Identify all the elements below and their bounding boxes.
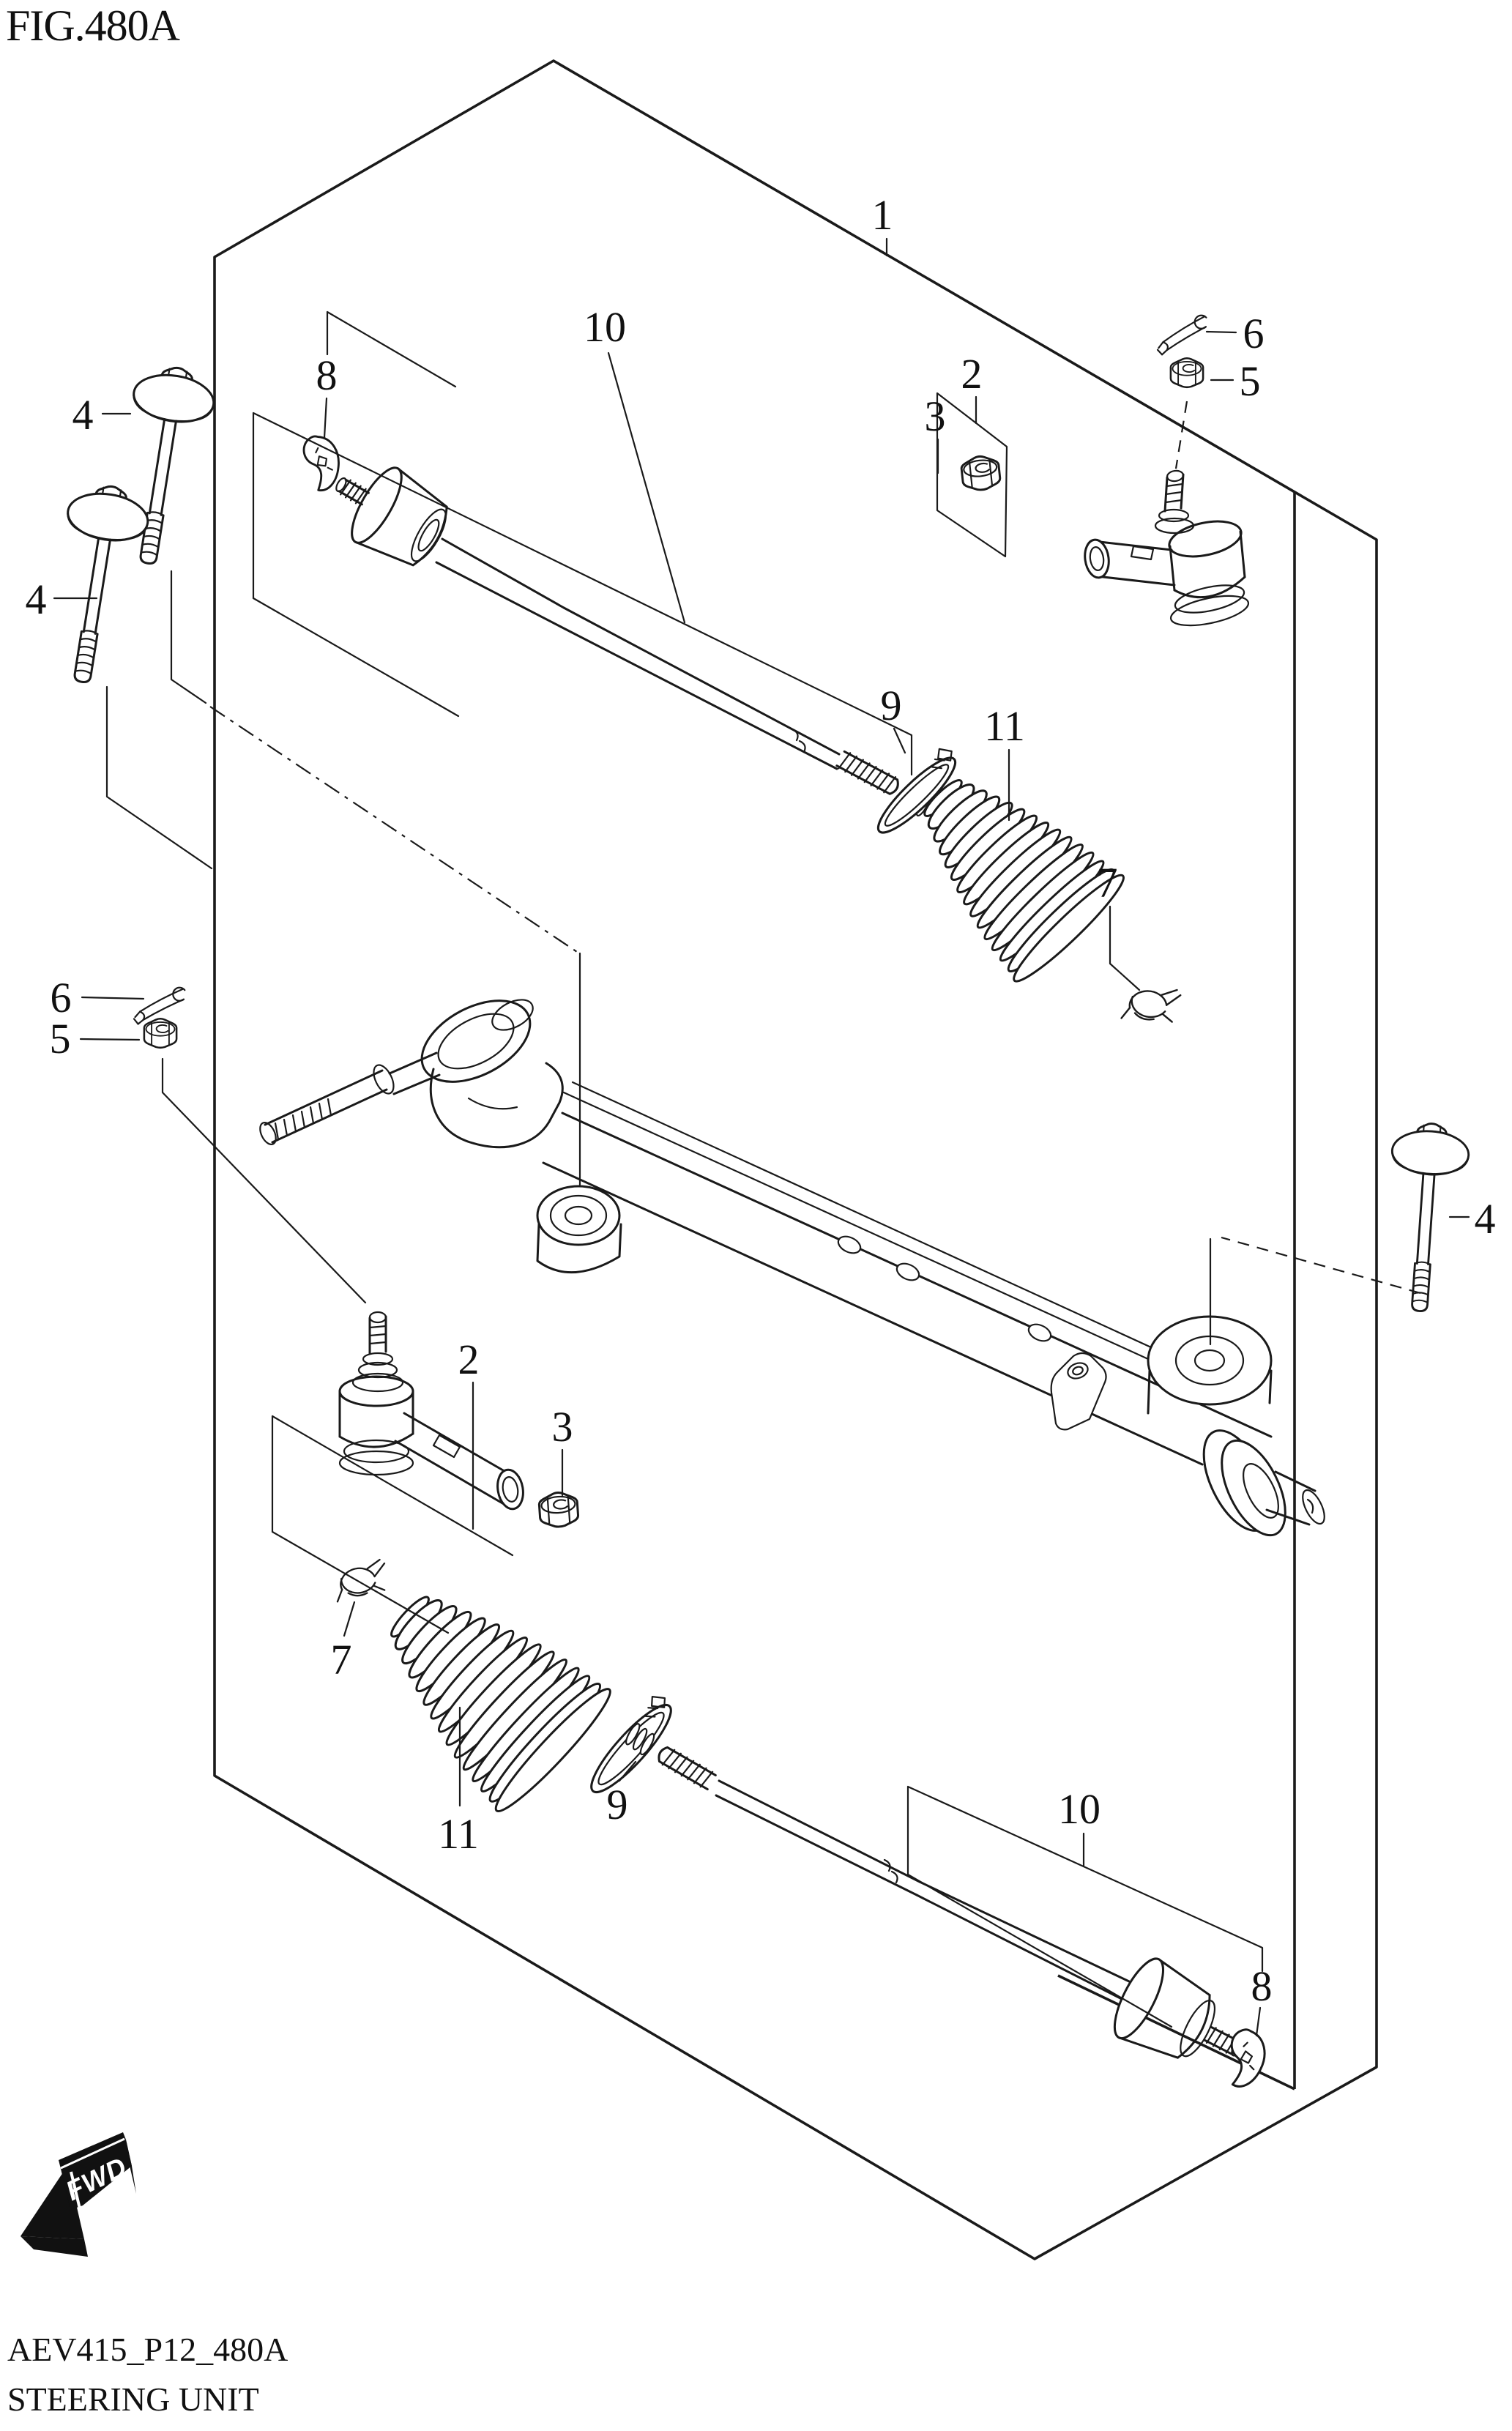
leader-bolt-a <box>170 570 207 704</box>
leader-callout-9-top <box>893 727 906 754</box>
callout-11-bottom: 11 <box>438 1810 479 1858</box>
bellows-boot-bottom <box>390 1596 611 1813</box>
fwd-arrow-top-edge <box>59 2132 126 2169</box>
frame-outline <box>213 59 1378 2260</box>
callout-11-top: 11 <box>984 702 1025 750</box>
callout-8-top: 8 <box>316 351 338 399</box>
tie-rod-end-nut-top <box>959 453 1002 493</box>
leader-callout-5-left <box>79 1038 141 1041</box>
callout-5-top: 5 <box>1240 357 1261 405</box>
figure-title: FIG.480A <box>6 1 180 50</box>
fwd-arrow: FWD <box>21 2132 136 2257</box>
leader-lines <box>53 237 1470 2037</box>
tie-rod-end-nut-bottom <box>537 1490 580 1530</box>
document-code: AEV415_P12_480A <box>7 2331 288 2368</box>
leader-callout-8-bottom <box>1255 2006 1262 2037</box>
callout-9-top: 9 <box>881 682 902 729</box>
group-panels <box>252 310 1264 2028</box>
callout-6-left: 6 <box>51 974 72 1021</box>
leader-callout-7-top <box>1109 905 1141 991</box>
fwd-arrow-gap <box>70 2171 87 2234</box>
mount-bolt-lower-left <box>40 479 154 690</box>
document-title: STEERING UNIT <box>7 2380 259 2418</box>
steering-gear-assembly <box>259 999 1325 1537</box>
callout-10-top: 10 <box>584 303 626 351</box>
leader-left-nut-to-stud <box>161 1057 367 1304</box>
claw-washer-top <box>301 432 344 494</box>
leader-callout-8-top <box>323 397 328 439</box>
cotter-pin-top <box>1150 313 1214 357</box>
bellows-boot-top <box>923 779 1125 983</box>
leader-nut-to-stud-top <box>1174 401 1188 469</box>
fwd-arrow-highlight <box>60 2137 125 2170</box>
callout-5-left: 5 <box>50 1015 71 1062</box>
leader-bolt-b <box>105 685 213 870</box>
boot-clamp-top <box>876 748 957 834</box>
leader-bolt-right-axis <box>1221 1236 1421 1295</box>
callout-2-top: 2 <box>961 350 983 398</box>
callout-6-top: 6 <box>1243 310 1265 357</box>
castle-nut-top <box>1169 357 1204 389</box>
boot-clamp-bottom <box>590 1695 672 1793</box>
callout-4-upper-left: 4 <box>72 391 94 439</box>
callout-8-bottom: 8 <box>1251 1962 1273 2010</box>
callout-10-bottom: 10 <box>1058 1785 1101 1833</box>
callout-4-right: 4 <box>1475 1195 1496 1243</box>
callout-7-bottom: 7 <box>331 1636 352 1683</box>
leader-callout-7-bottom <box>343 1601 356 1637</box>
inner-tie-rod-bottom <box>625 1723 1243 2059</box>
castle-nut-left <box>143 1018 178 1049</box>
callout-3-top: 3 <box>925 392 946 440</box>
callout-1: 1 <box>872 191 893 239</box>
leader-bolt-a-axis <box>209 706 578 953</box>
fwd-arrow-bar-side <box>126 2140 136 2194</box>
callout-3-bottom: 3 <box>552 1403 573 1451</box>
fwd-arrow-bar <box>61 2140 132 2210</box>
leader-callout-10-top <box>607 351 686 624</box>
leader-callout-9-bottom <box>618 1760 637 1782</box>
callout-2-bottom: 2 <box>458 1336 480 1383</box>
leader-callout-6-left <box>81 996 145 1000</box>
callout-7-top: 7 <box>1097 859 1118 906</box>
boot-clip-top <box>1120 983 1183 1025</box>
callouts: 1 6 5 2 3 10 8 4 4 9 11 7 6 5 4 2 3 7 11… <box>26 191 1496 2010</box>
callout-9-bottom: 9 <box>607 1781 628 1828</box>
fwd-arrow-head-side <box>21 2236 88 2257</box>
inner-tie-rod-top <box>335 466 931 817</box>
callout-4-lower-left: 4 <box>26 576 47 623</box>
tie-rod-end-top <box>1084 469 1250 627</box>
tie-rod-end-bottom <box>338 1311 524 1511</box>
